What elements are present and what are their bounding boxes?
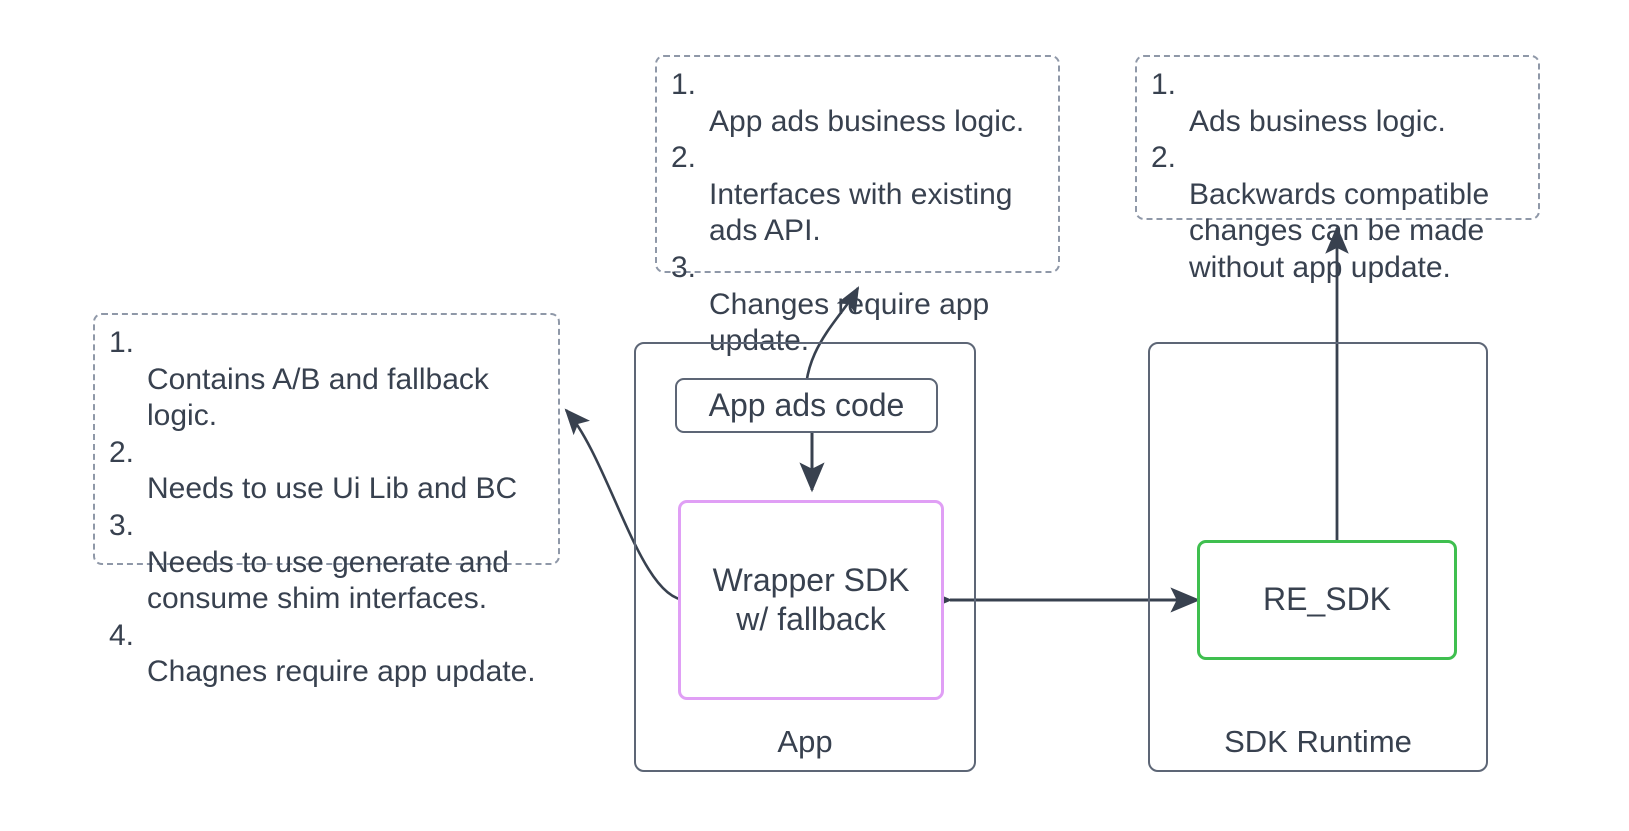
note-item-number: 2. — [1151, 141, 1177, 175]
container-app[interactable]: App — [634, 342, 976, 772]
note-item-text: Chagnes require app update. — [147, 655, 536, 689]
note-item-text: Needs to use Ui Lib and BC — [147, 472, 518, 506]
note-item-text: Needs to use generate and consume shim i… — [147, 545, 509, 616]
note-item-text: Interfaces with existing ads API. — [709, 177, 1013, 248]
note-item: 1. App ads business logic. — [671, 67, 1044, 140]
note-item-number: 1. — [671, 68, 697, 101]
note-item-text: Ads business logic. — [1189, 104, 1446, 138]
note-item: 3. Changes require app update. — [671, 250, 1044, 360]
note-item-text: Changes require app update. — [709, 287, 990, 358]
node-app-ads-code-label: App ads code — [708, 386, 905, 423]
note-item-number: 4. — [109, 618, 135, 652]
note-item-text: Contains A/B and fallback logic. — [147, 362, 489, 433]
note-item: 2. Interfaces with existing ads API. — [671, 140, 1044, 250]
note-item-number: 1. — [109, 326, 135, 359]
node-app-ads-code[interactable]: App ads code — [675, 378, 938, 433]
note-item: 1. Ads business logic. — [1151, 67, 1524, 140]
note-wrapper-sdk-list: 1. Contains A/B and fallback logic. 2. Nee… — [109, 325, 544, 691]
node-wrapper-sdk[interactable]: Wrapper SDK w/ fallback — [678, 500, 944, 700]
note-item: 2. Needs to use Ui Lib and BC — [109, 435, 544, 508]
note-item-number: 3. — [671, 250, 697, 284]
node-re-sdk-label: RE_SDK — [1262, 581, 1392, 618]
note-item-text: Backwards compatible changes can be made… — [1189, 177, 1490, 284]
note-item-text: App ads business logic. — [709, 104, 1025, 138]
note-item: 1. Contains A/B and fallback logic. — [109, 325, 544, 435]
note-item-number: 2. — [671, 141, 697, 175]
note-re-sdk: 1. Ads business logic. 2. Backwards compat… — [1135, 55, 1540, 284]
note-item: 4. Chagnes require app update. — [109, 618, 544, 691]
note-item-number: 1. — [1151, 68, 1177, 101]
note-item: 3. Needs to use generate and consume shim… — [109, 508, 544, 618]
container-sdk-runtime[interactable]: SDK Runtime — [1148, 342, 1488, 772]
node-re-sdk[interactable]: RE_SDK — [1197, 540, 1457, 660]
note-item-number: 3. — [109, 508, 135, 542]
note-wrapper-sdk: 1. Contains A/B and fallback logic. 2. Nee… — [93, 313, 560, 688]
note-app-ads-code-list: 1. App ads business logic. 2. Interfaces w… — [671, 67, 1044, 360]
container-app-label: App — [777, 724, 833, 759]
node-wrapper-sdk-label: Wrapper SDK w/ fallback — [712, 561, 910, 637]
note-item-number: 2. — [109, 435, 135, 469]
note-app-ads-code: 1. App ads business logic. 2. Interfaces w… — [655, 55, 1060, 357]
container-sdk-runtime-label: SDK Runtime — [1224, 724, 1412, 759]
note-re-sdk-list: 1. Ads business logic. 2. Backwards compat… — [1151, 67, 1524, 287]
note-item: 2. Backwards compatible changes can be ma… — [1151, 140, 1524, 286]
